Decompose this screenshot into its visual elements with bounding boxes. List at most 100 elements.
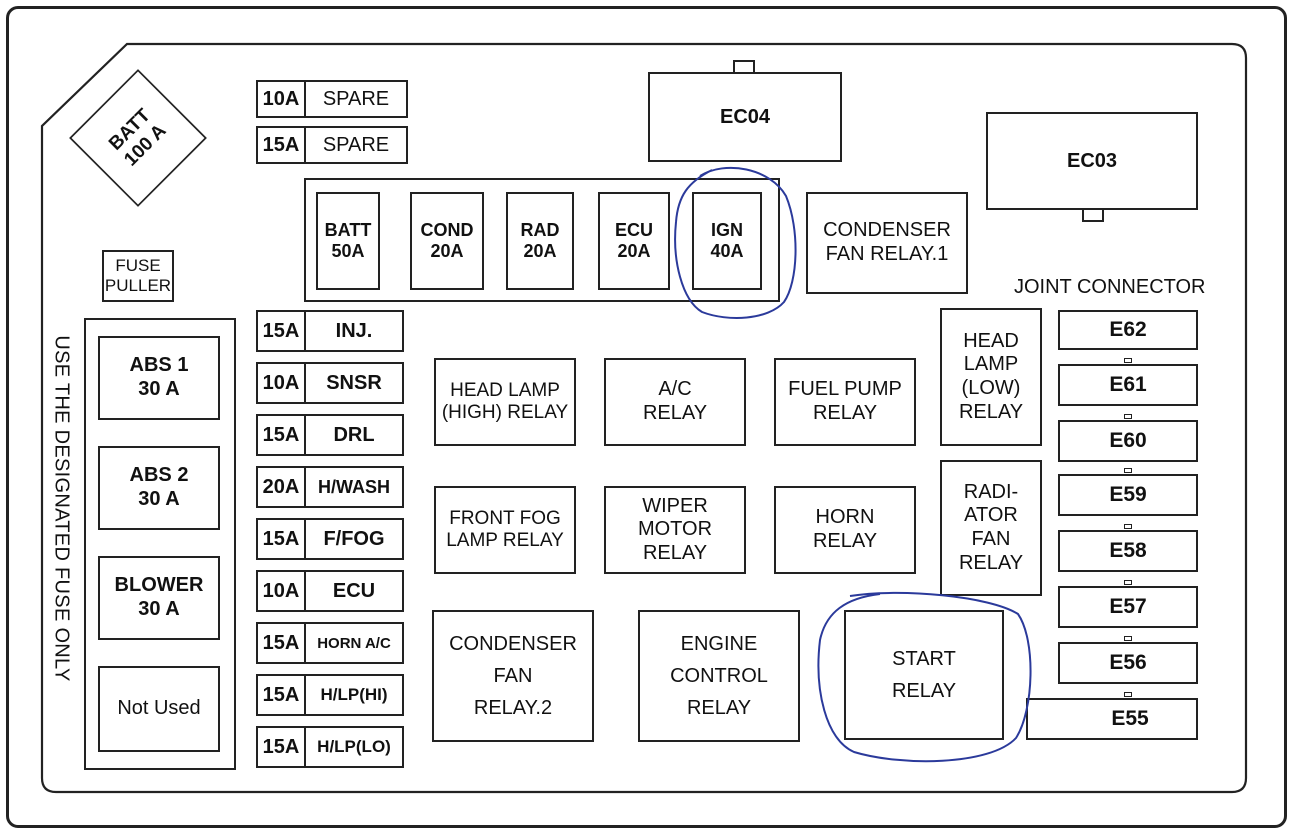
- relay-label: HEAD LAMP (LOW) RELAY: [958, 329, 1024, 423]
- mini-fuse-amp: 10A: [258, 572, 306, 610]
- mini-fuse-name: SNSR: [326, 371, 382, 394]
- mini-fuse-amp: 15A: [258, 416, 306, 454]
- mini-fuse-ecu[interactable]: 10A ECU: [256, 570, 404, 612]
- mini-fuse-name: H/WASH: [318, 476, 390, 497]
- mini-fuse-name: H/LP(LO): [317, 737, 391, 756]
- relay-fuel-pump[interactable]: FUEL PUMP RELAY: [774, 358, 916, 446]
- spare-fuse-amp: 10A: [258, 82, 306, 116]
- joint-e59[interactable]: E59: [1058, 474, 1198, 516]
- mini-fuse-name: INJ.: [335, 319, 373, 342]
- joint-e55[interactable]: E55: [1026, 698, 1198, 740]
- relay-head-lamp-high[interactable]: HEAD LAMP (HIGH) RELAY: [434, 358, 576, 446]
- fuse-abs1[interactable]: ABS 1 30 A: [98, 336, 220, 420]
- batt-main-fuse: BATT 100 A: [69, 69, 207, 207]
- spare-fuse-10a[interactable]: 10A SPARE: [256, 80, 408, 118]
- side-note-text: USE THE DESIGNATED FUSE ONLY: [50, 334, 73, 682]
- mini-fuse-amp: 15A: [258, 624, 306, 662]
- joint-tab: [1124, 414, 1132, 419]
- mini-fuse-snsr[interactable]: 10A SNSR: [256, 362, 404, 404]
- joint-e57[interactable]: E57: [1058, 586, 1198, 628]
- relay-condenser-fan-2[interactable]: CONDENSER FAN RELAY.2: [432, 610, 594, 742]
- fuse-not-used[interactable]: Not Used: [98, 666, 220, 752]
- mini-fuse-name: ECU: [332, 579, 376, 602]
- mini-fuse-name: H/LP(HI): [320, 685, 388, 704]
- fuse-not-used-label: Not Used: [117, 697, 201, 720]
- spare-fuse-name: SPARE: [322, 133, 390, 156]
- fusible-link-label: IGN 40A: [710, 219, 744, 261]
- mini-fuse-drl[interactable]: 15A DRL: [256, 414, 404, 456]
- mini-fuse-inj[interactable]: 15A INJ.: [256, 310, 404, 352]
- fusible-link-batt[interactable]: BATT 50A: [316, 192, 380, 290]
- relay-label: FUEL PUMP RELAY: [788, 378, 902, 424]
- joint-e60[interactable]: E60: [1058, 420, 1198, 462]
- joint-label: E59: [1109, 483, 1147, 506]
- fusible-link-label: RAD 20A: [520, 219, 560, 261]
- mini-fuse-name: F/FOG: [323, 527, 385, 550]
- relay-head-lamp-low[interactable]: HEAD LAMP (LOW) RELAY: [940, 308, 1042, 446]
- connector-ec03-label: EC03: [1066, 149, 1118, 172]
- mini-fuse-hlp-hi[interactable]: 15A H/LP(HI): [256, 674, 404, 716]
- joint-e61[interactable]: E61: [1058, 364, 1198, 406]
- relay-label: ENGINE CONTROL RELAY: [670, 633, 768, 719]
- connector-ec04[interactable]: EC04: [648, 72, 842, 162]
- joint-label: E61: [1109, 373, 1147, 396]
- spare-fuse-amp: 15A: [258, 128, 306, 162]
- relay-label: HEAD LAMP (HIGH) RELAY: [441, 379, 569, 423]
- mini-fuse-amp: 15A: [258, 312, 306, 350]
- mini-fuse-hwash[interactable]: 20A H/WASH: [256, 466, 404, 508]
- big-fuse-panel: [84, 318, 236, 770]
- relay-label: WIPER MOTOR RELAY: [637, 494, 713, 564]
- fusible-link-label: BATT 50A: [324, 219, 372, 261]
- fuse-blower[interactable]: BLOWER 30 A: [98, 556, 220, 640]
- relay-radiator-fan[interactable]: RADI- ATOR FAN RELAY: [940, 460, 1042, 596]
- joint-label: E57: [1109, 595, 1147, 618]
- joint-tab: [1124, 580, 1132, 585]
- fuse-abs2[interactable]: ABS 2 30 A: [98, 446, 220, 530]
- joint-tab: [1124, 524, 1132, 529]
- relay-label: CONDENSER FAN RELAY.1: [823, 219, 951, 265]
- relay-label: START RELAY: [891, 648, 957, 702]
- mini-fuse-horn-ac[interactable]: 15A HORN A/C: [256, 622, 404, 664]
- ec03-tab: [1082, 208, 1104, 222]
- relay-condenser-fan-1[interactable]: CONDENSER FAN RELAY.1: [806, 192, 968, 294]
- joint-tab: [1124, 692, 1132, 697]
- relay-wiper-motor[interactable]: WIPER MOTOR RELAY: [604, 486, 746, 574]
- relay-label: CONDENSER FAN RELAY.2: [449, 633, 577, 719]
- mini-fuse-ffog[interactable]: 15A F/FOG: [256, 518, 404, 560]
- mini-fuse-hlp-lo[interactable]: 15A H/LP(LO): [256, 726, 404, 768]
- fusible-link-ecu[interactable]: ECU 20A: [598, 192, 670, 290]
- relay-label: RADI- ATOR FAN RELAY: [958, 480, 1024, 574]
- joint-e58[interactable]: E58: [1058, 530, 1198, 572]
- fusible-link-label: COND 20A: [420, 219, 474, 261]
- relay-horn[interactable]: HORN RELAY: [774, 486, 916, 574]
- relay-start[interactable]: START RELAY: [844, 610, 1004, 740]
- mini-fuse-amp: 15A: [258, 728, 306, 766]
- joint-e62[interactable]: E62: [1058, 310, 1198, 350]
- relay-ac[interactable]: A/C RELAY: [604, 358, 746, 446]
- mini-fuse-amp: 10A: [258, 364, 306, 402]
- relay-front-fog[interactable]: FRONT FOG LAMP RELAY: [434, 486, 576, 574]
- mini-fuse-amp: 15A: [258, 520, 306, 558]
- spare-fuse-name: SPARE: [322, 87, 390, 110]
- joint-label: E58: [1109, 539, 1147, 562]
- mini-fuse-amp: 15A: [258, 676, 306, 714]
- joint-label: E55: [1111, 707, 1149, 730]
- fuse-blower-label: BLOWER 30 A: [114, 574, 204, 620]
- fuse-puller[interactable]: FUSE PULLER: [102, 250, 174, 302]
- connector-ec03[interactable]: EC03: [986, 112, 1198, 210]
- relay-label: FRONT FOG LAMP RELAY: [446, 507, 564, 551]
- fusible-link-cond[interactable]: COND 20A: [410, 192, 484, 290]
- mini-fuse-name: DRL: [333, 423, 375, 446]
- mini-fuse-amp: 20A: [258, 468, 306, 506]
- outer-frame: [6, 6, 1287, 828]
- fusible-link-ign[interactable]: IGN 40A: [692, 192, 762, 290]
- joint-e56[interactable]: E56: [1058, 642, 1198, 684]
- fusible-link-rad[interactable]: RAD 20A: [506, 192, 574, 290]
- fuse-puller-label: FUSE PULLER: [104, 255, 172, 295]
- spare-fuse-15a[interactable]: 15A SPARE: [256, 126, 408, 164]
- joint-label: E62: [1109, 318, 1147, 341]
- relay-engine-control[interactable]: ENGINE CONTROL RELAY: [638, 610, 800, 742]
- joint-connector-title: JOINT CONNECTOR: [1014, 276, 1206, 298]
- connector-ec04-label: EC04: [719, 105, 771, 128]
